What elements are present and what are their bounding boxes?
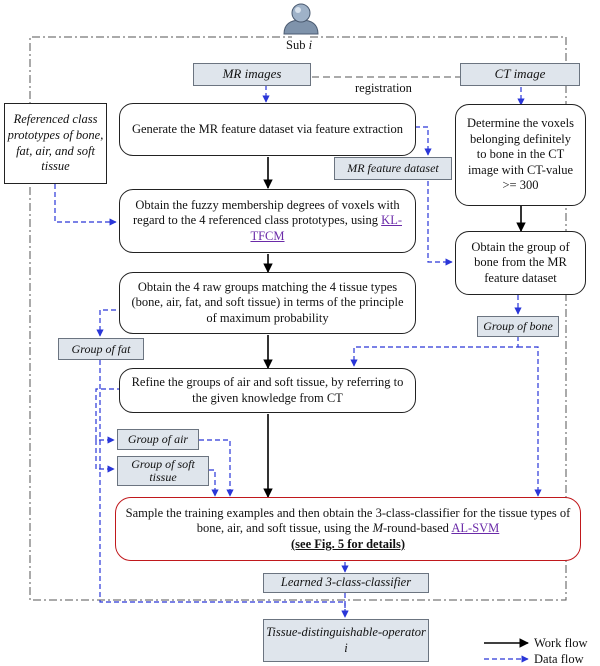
train-classifier-step: Sample the training examples and then ob… bbox=[115, 497, 581, 561]
legend-work-flow-label: Work flow bbox=[534, 636, 588, 650]
generate-feature-dataset-step: Generate the MR feature dataset via feat… bbox=[119, 103, 416, 156]
data-arrow-group-bone-to-refine bbox=[350, 336, 519, 367]
see-fig-note[interactable]: (see Fig. 5 for details) bbox=[291, 536, 405, 551]
raw-groups-step: Obtain the 4 raw groups matching the 4 t… bbox=[119, 272, 416, 334]
train-step-text: Sample the training examples and then ob… bbox=[125, 505, 571, 536]
legend-data-flow-label: Data flow bbox=[534, 652, 584, 666]
learned-classifier-box: Learned 3-class-classifier bbox=[263, 573, 429, 593]
tissue-operator-box: Tissue-distinguishable-operator i bbox=[263, 619, 429, 662]
data-arrow-group-bone-to-sample bbox=[518, 346, 542, 497]
referenced-prototypes-box: Referenced class prototypes of bone, fat… bbox=[4, 103, 107, 184]
determine-bone-voxels-step: Determine the voxels belonging definitel… bbox=[455, 104, 586, 206]
mr-images-box: MR images bbox=[193, 63, 311, 86]
subject-frame bbox=[29, 36, 567, 601]
kl-tfcm-link[interactable]: KL-TFCM bbox=[250, 213, 402, 243]
data-arrow-group-soft-to-sample bbox=[209, 469, 219, 497]
ct-image-box: CT image bbox=[460, 63, 580, 86]
registration-label: registration bbox=[355, 81, 412, 95]
data-arrow-generate-to-dataset bbox=[415, 126, 432, 156]
mr-feature-dataset-box: MR feature dataset bbox=[334, 157, 452, 180]
fuzzy-membership-step: Obtain the fuzzy membership degrees of v… bbox=[119, 189, 416, 253]
group-of-bone-box: Group of bone bbox=[477, 316, 559, 337]
data-arrow-raw-to-group-fat bbox=[96, 309, 140, 337]
data-arrow-refine-to-group-air bbox=[95, 388, 122, 444]
data-arrow-group-air-to-sample bbox=[199, 439, 234, 497]
group-of-air-box: Group of air bbox=[117, 429, 199, 450]
refine-groups-step: Refine the groups of air and soft tissue… bbox=[119, 368, 416, 413]
fuzzy-step-text: Obtain the fuzzy membership degrees of v… bbox=[132, 197, 400, 228]
train-step-m: M bbox=[372, 521, 383, 536]
group-of-fat-box: Group of fat bbox=[58, 338, 144, 360]
user-icon bbox=[283, 3, 319, 35]
data-arrow-group-fat-to-operator bbox=[99, 360, 349, 618]
group-of-soft-tissue-box: Group of soft tissue bbox=[117, 456, 209, 486]
data-arrow-refine-to-group-soft bbox=[95, 440, 115, 473]
subject-label: Sub i bbox=[286, 38, 313, 52]
data-arrow-prototypes-to-fuzzy bbox=[54, 184, 117, 226]
train-step-text-mid: -round-based bbox=[382, 521, 452, 536]
obtain-bone-group-step: Obtain the group of bone from the MR fea… bbox=[455, 231, 586, 295]
al-svm-link[interactable]: AL-SVM bbox=[451, 521, 500, 536]
data-arrow-dataset-to-bone bbox=[427, 181, 453, 266]
